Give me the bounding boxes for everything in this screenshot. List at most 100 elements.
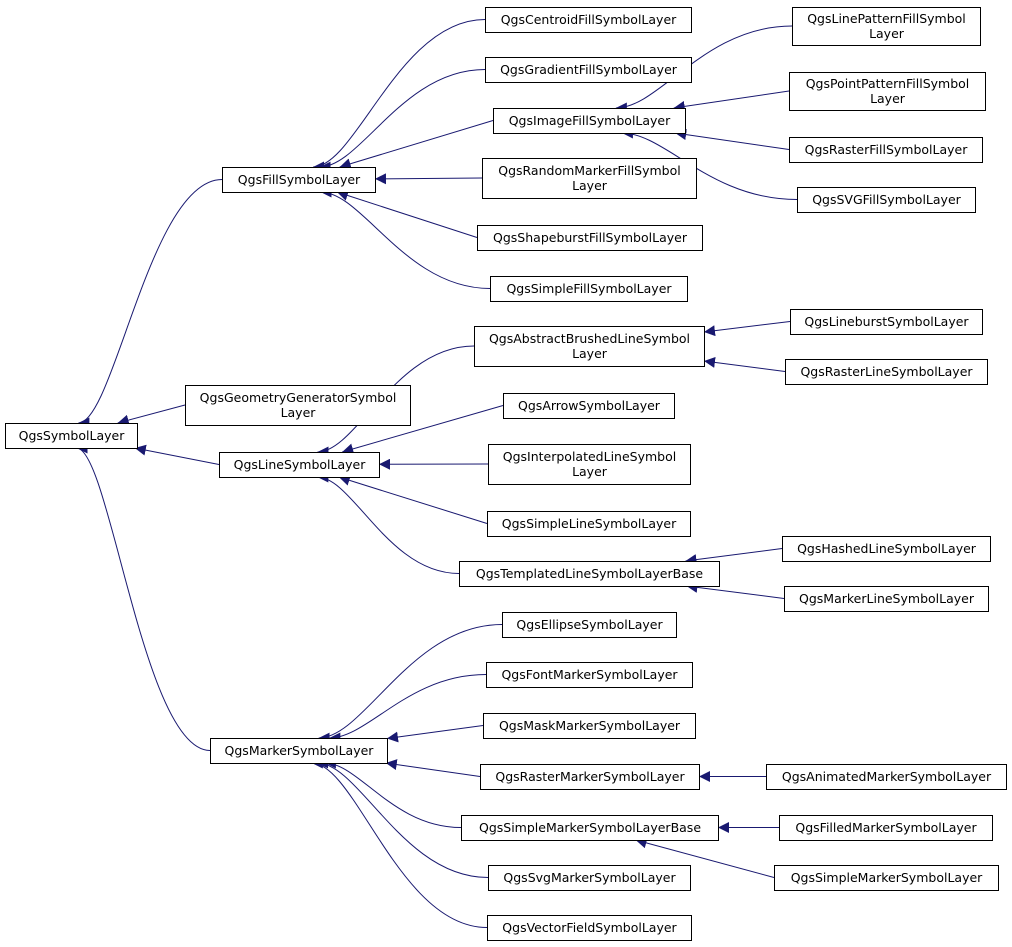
class-node-qgs-image-fill-symbol-layer[interactable]: QgsImageFillSymbolLayer: [493, 108, 686, 134]
inheritance-edge: [386, 725, 484, 743]
class-node-box: [797, 187, 976, 213]
class-node-box: [766, 764, 1007, 790]
class-node-box: [782, 536, 991, 562]
class-node-label: QgsGradientFillSymbolLayer: [500, 62, 678, 77]
inheritance-edge: [317, 757, 489, 878]
class-node-qgs-hashed-line-symbol-layer[interactable]: QgsHashedLineSymbolLayer: [782, 536, 991, 562]
class-node-label: QgsInterpolatedLineSymbol: [503, 449, 676, 464]
class-node-label: QgsPointPatternFillSymbol: [806, 76, 970, 91]
class-node-qgs-raster-marker-symbol-layer[interactable]: QgsRasterMarkerSymbolLayer: [480, 764, 700, 790]
class-node-qgs-lineburst-symbol-layer[interactable]: QgsLineburstSymbolLayer: [790, 309, 983, 335]
inheritance-edge: [339, 120, 494, 170]
class-node-qgs-marker-line-symbol-layer[interactable]: QgsMarkerLineSymbolLayer: [784, 586, 989, 612]
class-node-box: [485, 57, 692, 83]
class-node-qgs-marker-symbol-layer[interactable]: QgsMarkerSymbolLayer: [210, 738, 388, 764]
class-node-label: QgsRasterLineSymbolLayer: [800, 364, 973, 379]
class-node-label: QgsSimpleLineSymbolLayer: [502, 516, 677, 531]
class-node-qgs-templated-line-symbol-layer-base[interactable]: QgsTemplatedLineSymbolLayerBase: [459, 561, 720, 587]
class-node-label: Layer: [572, 464, 608, 479]
class-node-box: [222, 167, 376, 193]
inheritance-edge: [374, 173, 483, 185]
class-node-qgs-fill-symbol-layer[interactable]: QgsFillSymbolLayer: [222, 167, 376, 193]
class-node-box: [487, 511, 691, 537]
inheritance-edge: [385, 759, 481, 777]
class-node-label: QgsRandomMarkerFillSymbol: [498, 163, 681, 178]
class-node-qgs-simple-marker-symbol-layer[interactable]: QgsSimpleMarkerSymbolLayer: [774, 865, 999, 891]
inheritance-edge: [686, 581, 785, 599]
class-node-label: QgsTemplatedLineSymbolLayerBase: [476, 566, 703, 581]
class-node-label: Layer: [869, 26, 905, 41]
class-node-qgs-filled-marker-symbol-layer[interactable]: QgsFilledMarkerSymbolLayer: [779, 815, 993, 841]
class-node-box: [792, 7, 981, 46]
class-node-qgs-raster-line-symbol-layer[interactable]: QgsRasterLineSymbolLayer: [785, 359, 988, 385]
class-node-box: [488, 444, 691, 485]
class-node-box: [490, 276, 688, 302]
class-node-qgs-svg-marker-symbol-layer[interactable]: QgsSvgMarkerSymbolLayer: [488, 865, 691, 891]
class-node-qgs-simple-marker-symbol-layer-base[interactable]: QgsSimpleMarkerSymbolLayerBase: [461, 815, 719, 841]
inheritance-edge: [703, 356, 786, 372]
class-node-box: [774, 865, 999, 891]
class-node-label: QgsMarkerSymbolLayer: [225, 743, 375, 758]
class-node-box: [461, 815, 719, 841]
inheritance-edge: [673, 90, 790, 112]
class-node-box: [480, 764, 700, 790]
class-node-box: [483, 713, 696, 739]
class-node-label: QgsShapeburstFillSymbolLayer: [493, 230, 688, 245]
class-node-qgs-shapeburst-fill-symbol-layer[interactable]: QgsShapeburstFillSymbolLayer: [477, 225, 703, 251]
class-node-qgs-vector-field-symbol-layer[interactable]: QgsVectorFieldSymbolLayer: [487, 915, 692, 941]
class-node-label: QgsEllipseSymbolLayer: [516, 617, 663, 632]
class-node-qgs-font-marker-symbol-layer[interactable]: QgsFontMarkerSymbolLayer: [486, 662, 693, 688]
inheritance-edge: [320, 186, 491, 289]
inheritance-edge: [329, 674, 487, 744]
inheritance-edge: [319, 69, 486, 173]
class-node-label: QgsAnimatedMarkerSymbolLayer: [782, 769, 992, 784]
class-node-qgs-gradient-fill-symbol-layer[interactable]: QgsGradientFillSymbolLayer: [485, 57, 692, 83]
class-node-label: Layer: [870, 91, 906, 106]
inheritance-edge: [685, 548, 783, 566]
inheritance-edge: [117, 404, 186, 426]
class-node-label: Layer: [572, 178, 608, 193]
inheritance-edge: [635, 837, 775, 878]
class-node-box: [219, 452, 380, 478]
class-node-box: [784, 586, 989, 612]
class-node-qgs-line-symbol-layer[interactable]: QgsLineSymbolLayer: [219, 452, 380, 478]
class-node-box: [503, 393, 675, 419]
class-node-label: QgsMarkerLineSymbolLayer: [799, 591, 975, 606]
class-node-label: Layer: [281, 405, 317, 420]
class-node-box: [488, 865, 691, 891]
class-node-label: QgsSimpleMarkerSymbolLayer: [791, 870, 983, 885]
class-node-qgs-symbol-layer[interactable]: QgsSymbolLayer: [5, 423, 138, 449]
class-node-qgs-mask-marker-symbol-layer[interactable]: QgsMaskMarkerSymbolLayer: [483, 713, 696, 739]
class-node-box: [493, 108, 686, 134]
class-node-label: QgsCentroidFillSymbolLayer: [501, 12, 677, 27]
inheritance-edge: [317, 471, 460, 574]
class-node-label: QgsArrowSymbolLayer: [518, 398, 661, 413]
class-node-box: [474, 326, 705, 367]
class-node-qgs-raster-fill-symbol-layer[interactable]: QgsRasterFillSymbolLayer: [789, 137, 983, 163]
class-node-label: QgsFontMarkerSymbolLayer: [501, 667, 678, 682]
inheritance-edge: [311, 757, 488, 928]
class-node-qgs-arrow-symbol-layer[interactable]: QgsArrowSymbolLayer: [503, 393, 675, 419]
class-node-label: QgsImageFillSymbolLayer: [509, 113, 671, 128]
inheritance-edge: [76, 442, 211, 751]
inheritance-edge: [78, 179, 223, 429]
inheritance-edge: [318, 624, 503, 744]
class-node-label: QgsSvgMarkerSymbolLayer: [503, 870, 676, 885]
class-node-qgs-simple-line-symbol-layer[interactable]: QgsSimpleLineSymbolLayer: [487, 511, 691, 537]
class-node-qgs-centroid-fill-symbol-layer[interactable]: QgsCentroidFillSymbolLayer: [485, 7, 692, 33]
class-node-qgs-simple-fill-symbol-layer[interactable]: QgsSimpleFillSymbolLayer: [490, 276, 688, 302]
class-node-qgs-animated-marker-symbol-layer[interactable]: QgsAnimatedMarkerSymbolLayer: [766, 764, 1007, 790]
inheritance-edge: [338, 475, 488, 524]
nodes: QgsSymbolLayer QgsFillSymbolLayerQgsGeome…: [5, 7, 1007, 941]
class-node-box: [482, 158, 697, 199]
class-node-label: QgsFillSymbolLayer: [238, 172, 361, 187]
class-node-qgs-svg-fill-symbol-layer[interactable]: QgsSVGFillSymbolLayer: [797, 187, 976, 213]
class-node-box: [486, 662, 693, 688]
class-node-qgs-ellipse-symbol-layer[interactable]: QgsEllipseSymbolLayer: [502, 612, 677, 638]
